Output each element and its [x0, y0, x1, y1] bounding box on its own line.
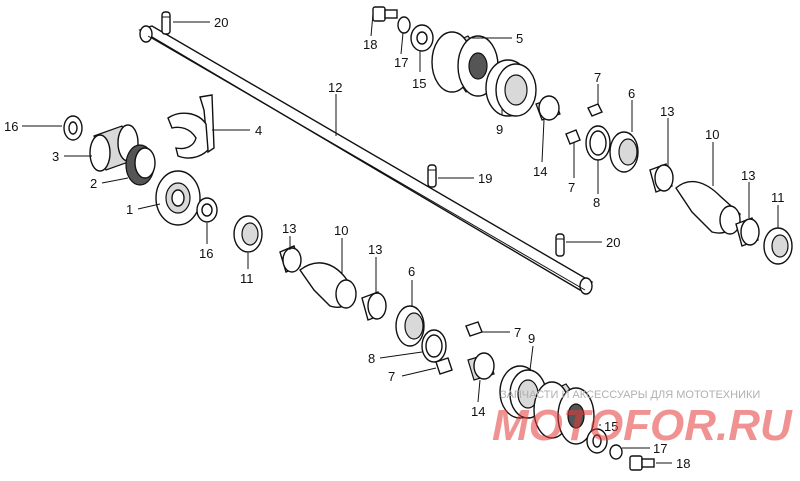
part-number-labels: 20 18 17 15 5 12 4 16 3 2 1 16 11 13 10 … — [4, 15, 785, 471]
label-7-top-b: 7 — [568, 180, 575, 195]
label-18-bottom: 18 — [676, 456, 690, 471]
label-7-bottom-a: 7 — [514, 325, 521, 340]
label-19: 19 — [478, 171, 492, 186]
label-10-center: 10 — [334, 223, 348, 238]
watermark: ЗАПЧАСТИ И АКСЕССУАРЫ ДЛЯ МОТОТЕХНИКИ MO… — [492, 389, 793, 450]
clip-7-top-b — [565, 129, 581, 145]
label-6-top: 6 — [628, 86, 635, 101]
label-15-top: 15 — [412, 76, 426, 91]
bearing-9-top — [485, 59, 537, 117]
label-10-right: 10 — [705, 127, 719, 142]
collar-2 — [125, 144, 156, 186]
watermark-logo: MOTOFOR.RU — [492, 401, 793, 450]
bearing-11-left — [233, 215, 263, 253]
label-16-lower: 16 — [199, 246, 213, 261]
bolt-18-top — [372, 6, 398, 22]
label-7-top-a: 7 — [594, 70, 601, 85]
label-17-bottom: 17 — [653, 441, 667, 456]
label-1: 1 — [126, 202, 133, 217]
sleeve-13-right-b — [735, 217, 760, 247]
gear-5-bottom — [533, 381, 595, 445]
shift-fork — [167, 94, 215, 159]
washer-15-bottom — [586, 428, 608, 454]
bearing-11-right — [763, 227, 793, 265]
label-11-right: 11 — [771, 190, 785, 205]
pin-20-top — [161, 11, 171, 35]
bushing-14-bottom — [467, 352, 495, 381]
sleeve-13-center-a — [279, 245, 302, 273]
label-20-top: 20 — [214, 15, 228, 30]
label-16-left: 16 — [4, 119, 18, 134]
label-9-top: 9 — [496, 122, 503, 137]
sleeve-13-center-b — [361, 291, 387, 321]
label-7-bottom-b: 7 — [388, 369, 395, 384]
cam-6-top — [609, 131, 639, 173]
ring-8-bottom — [421, 329, 447, 363]
leader-lines — [22, 13, 779, 464]
pin-20-bottom — [555, 233, 565, 257]
shaft-10-center — [299, 262, 357, 309]
label-13-center-a: 13 — [282, 221, 296, 236]
shaft-10-right — [675, 180, 741, 235]
watermark-tagline: ЗАПЧАСТИ И АКСЕССУАРЫ ДЛЯ МОТОТЕХНИКИ — [500, 389, 760, 401]
label-8-top: 8 — [593, 195, 600, 210]
washer-15-top — [410, 24, 434, 52]
shift-drum-shaft — [138, 25, 594, 295]
washer-17-bottom — [609, 444, 623, 460]
washer-16-left — [63, 115, 83, 141]
label-17-top: 17 — [394, 55, 408, 70]
gear-1 — [155, 170, 201, 226]
label-13-center-b: 13 — [368, 242, 382, 257]
label-13-right-b: 13 — [741, 168, 755, 183]
clip-7-bottom-a — [465, 321, 483, 337]
label-5-top: 5 — [516, 31, 523, 46]
label-6-bottom: 6 — [408, 264, 415, 279]
bearing-9-bottom — [499, 365, 547, 419]
sleeve-13-right-a — [649, 163, 674, 193]
label-12: 12 — [328, 80, 342, 95]
bolt-18-bottom — [629, 455, 655, 471]
ring-8-top — [585, 125, 611, 161]
clip-7-top-a — [587, 103, 603, 117]
label-3: 3 — [52, 149, 59, 164]
label-8-bottom: 8 — [368, 351, 375, 366]
label-9-bottom: 9 — [528, 331, 535, 346]
label-13-right-a: 13 — [660, 104, 674, 119]
clip-7-bottom-b — [435, 357, 453, 375]
needle-bearing-3 — [89, 124, 139, 172]
label-11-left: 11 — [240, 271, 254, 286]
label-14-bottom: 14 — [471, 404, 485, 419]
label-4: 4 — [255, 123, 262, 138]
label-2: 2 — [90, 176, 97, 191]
washer-16-lower — [196, 197, 218, 223]
label-20-bottom: 20 — [606, 235, 620, 250]
cam-6-bottom — [395, 305, 425, 347]
washer-17-top — [397, 16, 411, 34]
pin-19 — [427, 164, 437, 188]
label-14-top: 14 — [533, 164, 547, 179]
label-15-bottom: 15 — [604, 419, 618, 434]
label-18-top: 18 — [363, 37, 377, 52]
bushing-14-top — [535, 95, 561, 121]
